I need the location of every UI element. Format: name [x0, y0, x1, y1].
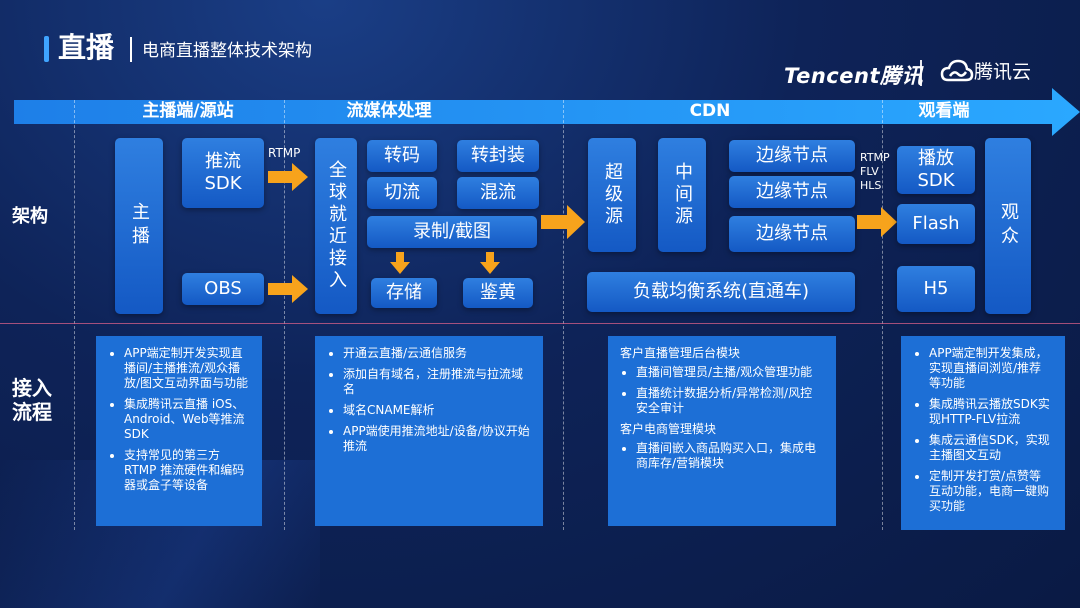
arrow-down-icon	[480, 252, 500, 274]
list-item: 集成腾讯云直播 iOS、Android、Web等推流SDK	[124, 397, 250, 442]
list-item: 域名CNAME解析	[343, 403, 531, 418]
arrow-right-icon	[541, 205, 585, 239]
row-label-architecture: 架构	[12, 206, 48, 227]
list-item: 定制开发打赏/点赞等互动功能，电商一键购买功能	[929, 469, 1053, 514]
tencent-logo: Tencent腾讯	[784, 64, 923, 88]
protocol-label-flv: FLV	[860, 165, 879, 178]
list-item: 开通云直播/云通信服务	[343, 346, 531, 361]
page-title: 直播	[58, 31, 115, 64]
record-block: 录制/截图	[367, 216, 537, 248]
storage-block: 存储	[371, 278, 437, 308]
anchor-block: 主播	[115, 138, 163, 314]
arrow-right-icon	[857, 207, 897, 237]
column-divider	[284, 100, 285, 530]
obs-block: OBS	[182, 273, 264, 305]
list-item: APP端使用推流地址/设备/协议开始推流	[343, 424, 531, 454]
row-label-access-2: 流程	[12, 400, 52, 424]
list-item: 集成云通信SDK，实现主播图文互动	[929, 433, 1053, 463]
title-separator	[130, 37, 132, 62]
arrow-down-icon	[390, 252, 410, 274]
flash-block: Flash	[897, 204, 975, 244]
note-heading: 客户直播管理后台模块	[620, 346, 741, 360]
page-subtitle: 电商直播整体技术架构	[142, 41, 312, 61]
column-divider	[882, 100, 883, 530]
edge-node-block: 边缘节点	[729, 216, 855, 252]
protocol-label-rtmp: RTMP	[860, 151, 890, 164]
transcode-block: 转码	[367, 140, 437, 172]
list-item: 集成腾讯云播放SDK实现HTTP-FLV拉流	[929, 397, 1053, 427]
stage-viewer: 观看端	[918, 101, 970, 121]
load-balancer-block: 负载均衡系统(直通车)	[587, 272, 855, 312]
audience-block: 观众	[985, 138, 1031, 314]
pipeline-arrow	[14, 88, 1080, 136]
stage-cdn: CDN	[689, 101, 731, 121]
note-cdn: 客户直播管理后台模块 直播间管理员/主播/观众管理功能 直播统计数据分析/异常检…	[608, 336, 836, 526]
protocol-label-hls: HLS	[860, 179, 882, 192]
row-label-access-1: 接入	[12, 376, 52, 400]
player-sdk-block: 播放SDK	[897, 146, 975, 194]
repackage-block: 转封装	[457, 140, 539, 172]
edge-node-block: 边缘节点	[729, 176, 855, 208]
stage-source: 主播端/源站	[142, 101, 234, 121]
list-item: 直播统计数据分析/异常检测/风控安全审计	[636, 386, 824, 416]
mid-origin-block: 中间源	[658, 138, 706, 252]
note-heading: 客户电商管理模块	[620, 422, 717, 436]
list-item: 直播间嵌入商品购买入口，集成电商库存/营销模块	[636, 441, 824, 471]
note-source: APP端定制开发实现直播间/主播推流/观众播放/图文互动界面与功能 集成腾讯云直…	[96, 336, 262, 526]
push-sdk-block: 推流SDK	[182, 138, 264, 208]
list-item: APP端定制开发实现直播间/主播推流/观众播放/图文互动界面与功能	[124, 346, 250, 391]
logo-separator	[920, 60, 922, 86]
mix-block: 混流	[457, 177, 539, 209]
column-divider	[563, 100, 564, 530]
stage-media-processing: 流媒体处理	[346, 101, 432, 121]
slice-block: 切流	[367, 177, 437, 209]
column-divider	[74, 100, 75, 530]
arrow-right-icon	[268, 275, 308, 303]
note-viewer: APP端定制开发集成，实现直播间浏览/推荐等功能 集成腾讯云播放SDK实现HTT…	[901, 336, 1065, 530]
list-item: 支持常见的第三方RTMP 推流硬件和编码器或盒子等设备	[124, 448, 250, 493]
note-media-processing: 开通云直播/云通信服务 添加自有域名，注册推流与拉流域名 域名CNAME解析 A…	[315, 336, 543, 526]
super-origin-block: 超级源	[588, 138, 636, 252]
global-access-block: 全球就近接入	[315, 138, 357, 314]
row-divider	[0, 323, 1080, 324]
moderation-block: 鉴黄	[463, 278, 533, 308]
h5-block: H5	[897, 266, 975, 312]
list-item: APP端定制开发集成，实现直播间浏览/推荐等功能	[929, 346, 1053, 391]
cloud-logo-icon	[940, 59, 974, 82]
title-accent-bar	[44, 36, 49, 62]
rtmp-label: RTMP	[268, 146, 301, 160]
edge-node-block: 边缘节点	[729, 140, 855, 172]
list-item: 直播间管理员/主播/观众管理功能	[636, 365, 824, 380]
list-item: 添加自有域名，注册推流与拉流域名	[343, 367, 531, 397]
tencent-cloud-name: 腾讯云	[974, 61, 1032, 83]
arrow-right-icon	[268, 163, 308, 191]
